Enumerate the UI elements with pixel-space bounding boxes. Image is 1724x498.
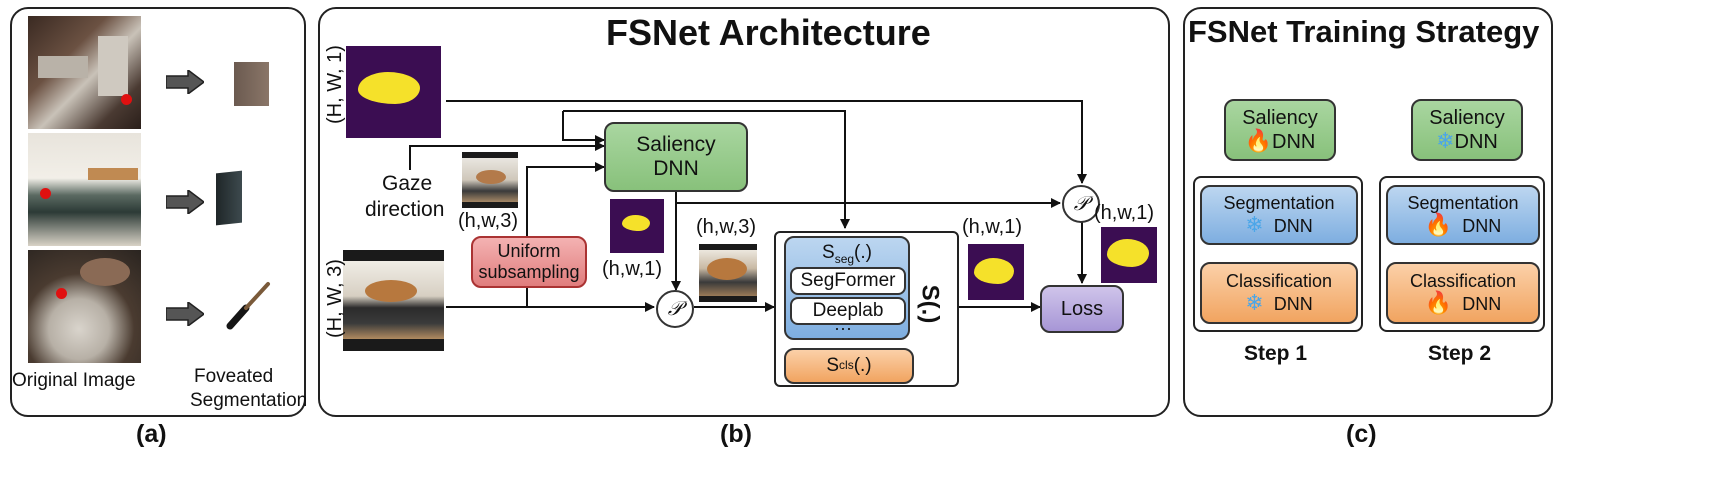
step2-group-box: [1379, 176, 1545, 332]
saliency-dnn-node: Saliency DNN: [604, 122, 748, 192]
snowflake-icon: ❄: [1245, 290, 1264, 315]
pred-mask-dim-label: (h,w,1): [962, 216, 1023, 238]
step2-classification-line1: Classification: [1409, 271, 1517, 292]
uniform-subsampling-node: Uniform subsampling: [471, 236, 587, 288]
caption-b: (b): [720, 420, 752, 448]
loss-node: Loss: [1040, 285, 1124, 333]
flame-icon: 🔥: [1424, 212, 1453, 237]
step1-saliency-node: Saliency 🔥DNN: [1224, 99, 1336, 161]
gt-mask-dim-label: (h,w,1): [1094, 202, 1155, 224]
small-image-dim-label: (h,w,3): [458, 210, 519, 232]
deeplab-label: Deeplab: [812, 300, 884, 321]
loss-label: Loss: [1060, 297, 1104, 320]
saliency-mask-small: [610, 199, 664, 253]
foveated-label-line1: Foveated: [194, 366, 274, 387]
input-image: [343, 250, 444, 351]
right-arrow-icon: [166, 70, 204, 94]
sseg-args: (.): [854, 242, 872, 263]
predicted-mask: [968, 244, 1024, 300]
caption-a: (a): [136, 420, 167, 448]
gaze-point-icon: [121, 94, 132, 105]
step2-saliency-line1: Saliency: [1429, 106, 1505, 129]
step1-group-box: [1193, 176, 1363, 332]
step2-classification-line2: DNN: [1462, 294, 1502, 314]
scls-args: (.): [853, 355, 872, 377]
ellipsis-label: ···: [834, 318, 852, 338]
subsampled-image: [462, 152, 518, 208]
snowflake-icon: ❄: [1245, 212, 1264, 237]
training-strategy-title: FSNet Training Strategy: [1188, 14, 1540, 49]
snowflake-icon: ❄: [1436, 127, 1455, 153]
flame-icon: 🔥: [1244, 127, 1273, 153]
gaze-point-icon: [56, 288, 67, 299]
step1-classification-line1: Classification: [1225, 271, 1333, 292]
step2-saliency-node: Saliency ❄DNN: [1411, 99, 1523, 161]
right-arrow-icon: [166, 302, 204, 326]
sseg-main: S: [822, 242, 835, 263]
step1-saliency-line1: Saliency: [1242, 106, 1318, 129]
step2-segmentation-node: Segmentation 🔥 DNN: [1386, 185, 1540, 245]
saliency-label-line2: DNN: [653, 157, 699, 180]
p-symbol-right: 𝒫: [1073, 192, 1089, 215]
step2-classification-node: Classification 🔥 DNN: [1386, 262, 1540, 324]
gaze-mask-full: [346, 46, 441, 138]
architecture-title: FSNet Architecture: [606, 12, 931, 53]
gt-mask: [1101, 227, 1157, 283]
step2-label: Step 2: [1428, 342, 1492, 365]
step2-segmentation-line2: DNN: [1462, 216, 1502, 236]
warped-image-dim-label: (h,w,3): [696, 216, 757, 238]
panel-b: [318, 7, 1170, 417]
foveated-knife: [226, 282, 270, 330]
sampling-p-node: 𝒫: [656, 290, 694, 328]
kitchen-image-1: [28, 16, 141, 129]
step1-segmentation-node: Segmentation ❄ DNN: [1200, 185, 1358, 245]
step1-saliency-line2: DNN: [1272, 130, 1316, 153]
foveated-crop-1: [234, 62, 269, 106]
sseg-sub: seg: [834, 251, 855, 266]
sampling-p-node-right: 𝒫: [1062, 185, 1100, 223]
scls-sub: cls: [839, 358, 854, 373]
step1-classification-node: Classification ❄ DNN: [1200, 262, 1358, 324]
original-image-label: Original Image: [12, 370, 136, 391]
gaze-point-icon: [40, 188, 51, 199]
caption-c: (c): [1346, 420, 1377, 448]
step1-label: Step 1: [1244, 342, 1308, 365]
foveated-label-line2: Segmentation: [190, 390, 308, 411]
flame-icon: 🔥: [1424, 290, 1453, 315]
scls-main: S: [826, 355, 840, 377]
uniform-label-line2: subsampling: [478, 262, 580, 282]
step1-classification-line2: DNN: [1273, 294, 1313, 314]
right-arrow-icon: [166, 190, 204, 214]
warped-image: [699, 244, 757, 302]
step1-segmentation-line1: Segmentation: [1223, 193, 1335, 214]
plate-image-3: [28, 250, 141, 363]
kitchen-image-2: [28, 133, 141, 246]
gaze-label-line1: Gaze: [382, 172, 433, 195]
step1-segmentation-line2: DNN: [1273, 216, 1313, 236]
s-rotated-label: S(.): [916, 284, 944, 324]
mask-dim-label: (H, W, 1): [324, 45, 346, 124]
segformer-box: SegFormer: [790, 267, 906, 295]
step2-saliency-line2: DNN: [1454, 130, 1498, 153]
deeplab-box: Deeplab: [790, 297, 906, 325]
segformer-label: SegFormer: [800, 270, 896, 291]
gaze-label-line2: direction: [365, 198, 445, 221]
step2-segmentation-line1: Segmentation: [1407, 193, 1519, 214]
saliency-label-line1: Saliency: [636, 132, 716, 156]
p-symbol: 𝒫: [667, 297, 683, 320]
small-mask-dim-label: (h,w,1): [602, 258, 663, 280]
uniform-label-line1: Uniform: [497, 241, 561, 262]
image-dim-label: (H, W, 3): [324, 259, 346, 338]
